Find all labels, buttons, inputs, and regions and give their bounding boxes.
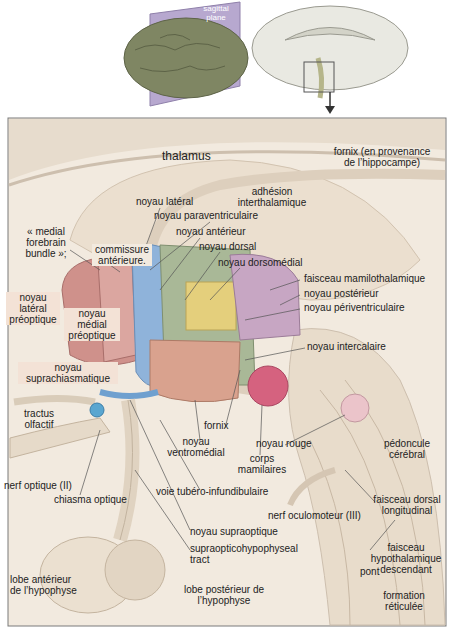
anatomy-label: faisceau dorsal longitudinal <box>372 494 442 516</box>
corpus-callosum <box>285 28 375 41</box>
anatomy-label: thalamus <box>162 150 222 163</box>
anatomy-label: noyau postérieur <box>304 288 424 299</box>
anatomy-label: fornix (en provenance de l’hippocampe) <box>332 146 432 168</box>
anatomy-label: voie tubéro-infundibulaire <box>156 486 296 497</box>
anatomy-label: noyau paraventriculaire <box>154 210 274 221</box>
preoptic-nucleus <box>62 258 138 365</box>
brainstem <box>289 329 445 625</box>
oculomotor-nerve <box>290 470 335 505</box>
anatomy-label: lobe postérieur de l’hypophyse <box>168 584 280 606</box>
anatomy-label: noyau intercalaire <box>307 341 417 352</box>
red-nucleus <box>341 394 369 422</box>
anatomy-label: nerf optique (II) <box>4 480 94 491</box>
anatomy-label: commissure antérieure. <box>92 244 152 266</box>
gyri <box>135 34 225 71</box>
anatomy-label: sagittal plane <box>196 4 236 22</box>
hypophyseal-tract <box>120 400 133 540</box>
anatomy-label: noyau supraoptique <box>190 526 300 537</box>
anatomy-label: noyau latéral <box>136 196 216 207</box>
anatomy-label: formation réticulée <box>368 590 440 612</box>
zoom-arrow-head <box>325 106 335 114</box>
anatomy-label: lobe antérieur de l’hypophyse <box>10 574 82 596</box>
brain-lateral <box>124 18 248 98</box>
anatomy-label: nerf oculomoteur (III) <box>268 510 398 521</box>
zoom-arrow <box>329 92 331 108</box>
dorsomedial-core <box>186 282 236 330</box>
anatomy-label: noyau rouge <box>256 438 326 449</box>
anatomy-label: noyau latéral préoptique <box>6 292 60 325</box>
brain-sagittal <box>252 6 408 90</box>
anatomy-label: noyau périventriculaire <box>304 302 434 313</box>
anatomy-label: pont <box>360 566 400 577</box>
anatomy-label: « medial forebrain bundle »; <box>12 226 80 259</box>
anatomy-label: noyau antérieur <box>176 226 266 237</box>
posterior-pituitary <box>105 540 165 600</box>
anatomy-label: adhésion interthalamique <box>232 186 312 208</box>
anatomy-label: noyau ventromédial <box>166 436 226 458</box>
anatomy-label: noyau dorsomédial <box>218 257 318 268</box>
zoom-box <box>304 62 334 92</box>
anatomy-label: pédoncule cérébral <box>374 438 440 460</box>
anatomy-label: corps mamilaires <box>236 453 288 475</box>
frame <box>8 118 446 626</box>
anatomy-label: faisceau mamilothalamique <box>304 273 444 284</box>
ventromedial-nucleus <box>150 340 240 402</box>
anatomy-label: noyau dorsal <box>199 241 279 252</box>
olfactory-tract <box>14 399 95 403</box>
anatomy-label: noyau médial préoptique <box>64 308 120 341</box>
anatomy-label: chiasma optique <box>54 494 144 505</box>
anatomy-label: supraopticohypophyseal tract <box>190 543 310 565</box>
anatomy-label: fornix <box>204 420 244 431</box>
pituitary-stalk <box>120 400 133 540</box>
mammillary-body <box>248 366 288 406</box>
anatomy-label: tractus olfactif <box>16 408 62 430</box>
supraoptic-nucleus <box>100 392 158 396</box>
anatomy-label: noyau suprachiasmatique <box>18 362 118 384</box>
suprachiasmatic-nucleus <box>90 403 104 417</box>
